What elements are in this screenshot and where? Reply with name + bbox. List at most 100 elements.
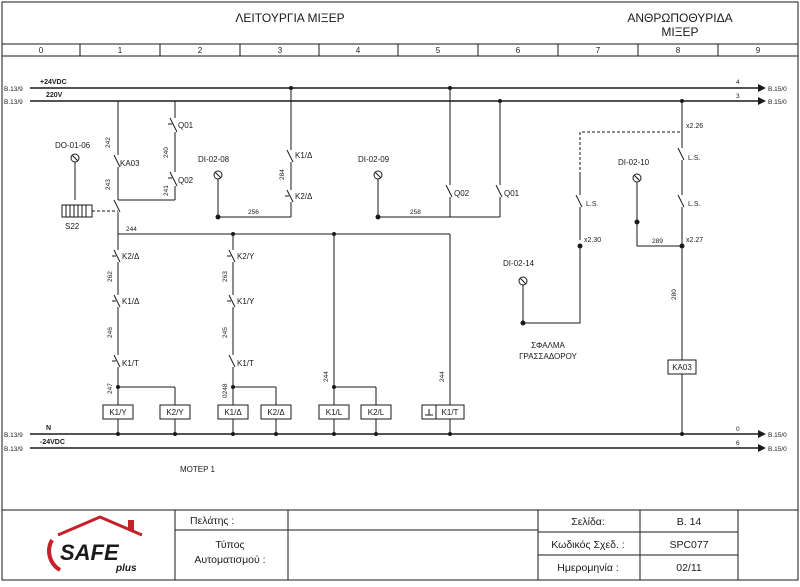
contact-nc-icon: [113, 354, 121, 368]
page-value: B. 14: [677, 516, 702, 528]
wire-number: 244: [439, 371, 446, 382]
rail-ref: B.13/9: [4, 432, 23, 439]
wire-number: 244: [126, 226, 137, 233]
label-ls3: L.S.: [688, 201, 701, 208]
contact-no-icon: [113, 154, 121, 168]
coil-chain-k1l: 244: [323, 234, 377, 405]
contact-nc-icon: [228, 249, 236, 263]
coil-label: K1/L: [326, 408, 343, 417]
rail-plus24vdc: B.13/9 +24VDC 4 B.15/0: [4, 79, 787, 93]
rail-destination: B.15/0: [768, 99, 787, 106]
column-number: 5: [436, 46, 441, 55]
wire-number: 258: [410, 209, 421, 216]
wire-number: 244: [323, 371, 330, 382]
q01-q02-branch: Q01 240 Q02 241: [118, 100, 194, 201]
coil-chain-k1d: K2/Y 263 K1/Y 245 K1/T 0248: [222, 234, 277, 405]
contact-no-icon: [445, 184, 453, 198]
label-ls1: L.S.: [586, 201, 599, 208]
label-k2-delta: K2/Δ: [295, 192, 313, 201]
label-di-02-10: DI-02-10: [618, 158, 650, 167]
coil-label: K1/T: [442, 408, 459, 417]
junction-dot: [680, 99, 684, 103]
page-label: Σελίδα:: [571, 516, 605, 528]
label-di-02-09: DI-02-09: [358, 155, 390, 164]
label-k1-delta: K1/Δ: [295, 151, 313, 160]
logo-sub: plus: [115, 563, 137, 574]
contact-nc-icon: [113, 294, 121, 308]
label-di-02-14: DI-02-14: [503, 259, 535, 268]
label-x2-27: x2.27: [686, 237, 703, 244]
do-01-06-branch: DO-01-06 S22: [55, 141, 118, 231]
rail-end-number: 0: [736, 426, 740, 433]
wire-number: 242: [105, 137, 112, 148]
date-label: Ημερομηνία :: [557, 562, 619, 574]
rail-label: 220V: [46, 92, 63, 99]
rail-destination: B.15/0: [768, 432, 787, 439]
coil-label: K2/L: [368, 408, 385, 417]
di-02-09-branch: DI-02-09 258 Q02 Q01: [358, 86, 520, 220]
wire-number: 289: [652, 238, 663, 245]
hatch-branch: x2.26 L.S. L.S. x2.27 280 KA03 DI-02-10 …: [503, 99, 703, 436]
label-k1-delta-b: K1/Δ: [122, 297, 140, 306]
rail-ref: B.13/9: [4, 86, 23, 93]
rail-destination: B.15/0: [768, 86, 787, 93]
wire-number: 256: [248, 209, 259, 216]
header-title-right-2: ΜΙΞΕΡ: [661, 25, 698, 39]
arrow-right-icon: [758, 444, 766, 452]
contact-no-icon: [286, 149, 294, 163]
rail-neutral: B.13/9 N 0 B.15/0: [4, 425, 787, 439]
rail-label: -24VDC: [40, 439, 65, 446]
column-grid: [79, 44, 719, 56]
contact-no-icon: [495, 184, 503, 198]
column-number: 8: [676, 46, 681, 55]
coil-label: K1/Y: [109, 408, 127, 417]
wire-number: 0248: [222, 383, 229, 398]
coil-chain-k1t: 244: [439, 234, 451, 405]
contact-nc-icon: [228, 294, 236, 308]
coil-label: K2/Δ: [267, 408, 285, 417]
wire-number: 263: [222, 271, 229, 282]
coil-label: KA03: [672, 363, 692, 372]
label-k1y: K1/Y: [237, 297, 255, 306]
client-label: Πελάτης :: [190, 515, 234, 527]
label-q01: Q01: [178, 121, 194, 130]
contact-no-icon: [113, 199, 121, 213]
rail-ref: B.13/9: [4, 99, 23, 106]
coil-label: K1/Δ: [224, 408, 242, 417]
safe-plus-logo: SAFE plus: [47, 515, 143, 574]
label-motor: ΜΟΤΕΡ 1: [180, 465, 216, 474]
column-number: 2: [198, 46, 203, 55]
rail-destination: B.15/0: [768, 446, 787, 453]
auto-type-label-1: Τύπος: [215, 539, 244, 551]
contact-nc-icon: [286, 189, 294, 203]
contact-nc-icon: [169, 171, 178, 187]
ka03-branch: 242 KA03 243 244: [105, 101, 140, 234]
label-q01b: Q01: [504, 189, 520, 198]
rail-220v: B.13/9 220V 3 B.15/0: [4, 92, 787, 106]
column-number: 3: [278, 46, 283, 55]
wire-number: 241: [163, 185, 170, 196]
label-x2-30: x2.30: [584, 237, 601, 244]
logo-text: SAFE: [60, 540, 120, 565]
rail-end-number: 6: [736, 440, 740, 447]
label-k1t-b: K1/T: [237, 359, 254, 368]
code-label: Κωδικός Σχεδ. :: [551, 539, 624, 551]
column-number: 0: [39, 46, 44, 55]
header-title-left: ΛΕΙΤΟΥΡΓΙΑ ΜΙΞΕΡ: [235, 11, 344, 25]
label-s22: S22: [65, 222, 80, 231]
arrow-right-icon: [758, 84, 766, 92]
arrow-right-icon: [758, 97, 766, 105]
wire-number: 284: [279, 169, 286, 180]
wire-number: 240: [163, 147, 170, 158]
wire-number: 280: [671, 289, 678, 300]
junction-dot: [448, 86, 452, 90]
label-ls2: L.S.: [688, 155, 701, 162]
title-block: Πελάτης : Τύπος Αυτοματισμού : Σελίδα: B…: [2, 509, 798, 580]
arrow-right-icon: [758, 430, 766, 438]
rail-end-number: 4: [736, 79, 740, 86]
label-fault-1: ΣΦΑΛΜΑ: [531, 341, 565, 350]
contact-no-icon: [677, 147, 685, 161]
contact-no-icon: [228, 354, 236, 368]
